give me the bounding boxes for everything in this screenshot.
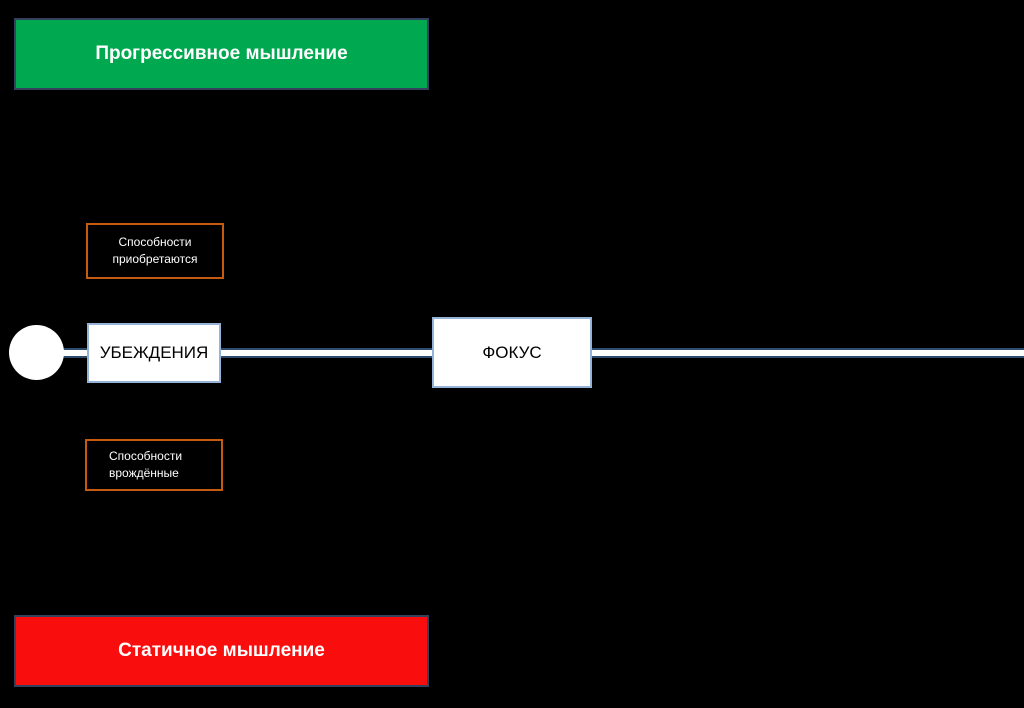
progressive-mindset-label: Прогрессивное мышление xyxy=(95,43,348,64)
callout-abilities-innate-line2: врождённые xyxy=(109,466,179,480)
static-mindset-banner: Статичное мышление xyxy=(14,615,429,687)
callout-abilities-acquired-line1: Способности xyxy=(118,235,192,249)
static-mindset-label: Статичное мышление xyxy=(118,640,325,661)
beliefs-node-label: УБЕЖДЕНИЯ xyxy=(99,343,209,362)
timeline-start-circle xyxy=(9,325,64,380)
focus-node-label: ФОКУС xyxy=(482,342,542,362)
callout-abilities-acquired: Способности приобретаются xyxy=(86,223,224,279)
focus-node: ФОКУС xyxy=(432,317,592,388)
callout-abilities-innate: Способности врождённые xyxy=(85,439,223,491)
callout-abilities-innate-line1: Способности xyxy=(109,449,183,463)
callout-abilities-acquired-line2: приобретаются xyxy=(112,252,198,266)
progressive-mindset-banner: Прогрессивное мышление xyxy=(14,18,429,90)
beliefs-node: УБЕЖДЕНИЯ xyxy=(87,323,221,383)
